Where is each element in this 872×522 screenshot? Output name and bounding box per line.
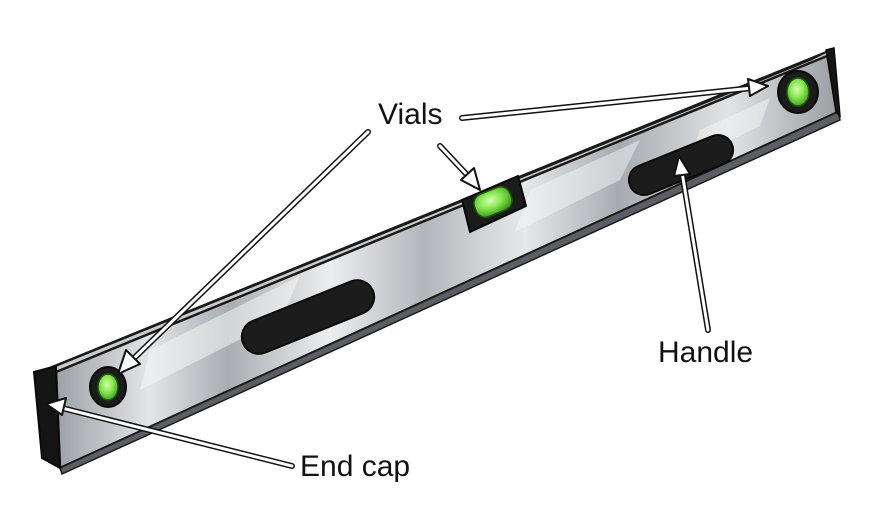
bubble-vial-icon — [97, 373, 119, 401]
level-bottom-edge — [59, 110, 841, 476]
label-vials: Vials — [378, 98, 443, 131]
label-handle: Handle — [658, 336, 754, 369]
body-highlight — [140, 276, 300, 390]
arrow-vials-to-center-vial — [437, 143, 481, 191]
arrow-endcap-to-cap — [45, 397, 295, 469]
bubble-vial-icon — [786, 77, 810, 107]
end-cap — [32, 364, 62, 470]
handle-slot-left — [240, 279, 376, 355]
end-cap-right — [825, 47, 841, 118]
bubble-vial-icon — [473, 186, 513, 218]
arrow-handle-to-slot — [673, 155, 711, 333]
arrow-vials-to-right-vial — [459, 78, 769, 121]
body-highlight — [515, 140, 640, 232]
label-end-cap: End cap — [300, 450, 411, 483]
level-body — [54, 52, 840, 470]
arrow-vials-to-left-vial — [117, 129, 371, 375]
